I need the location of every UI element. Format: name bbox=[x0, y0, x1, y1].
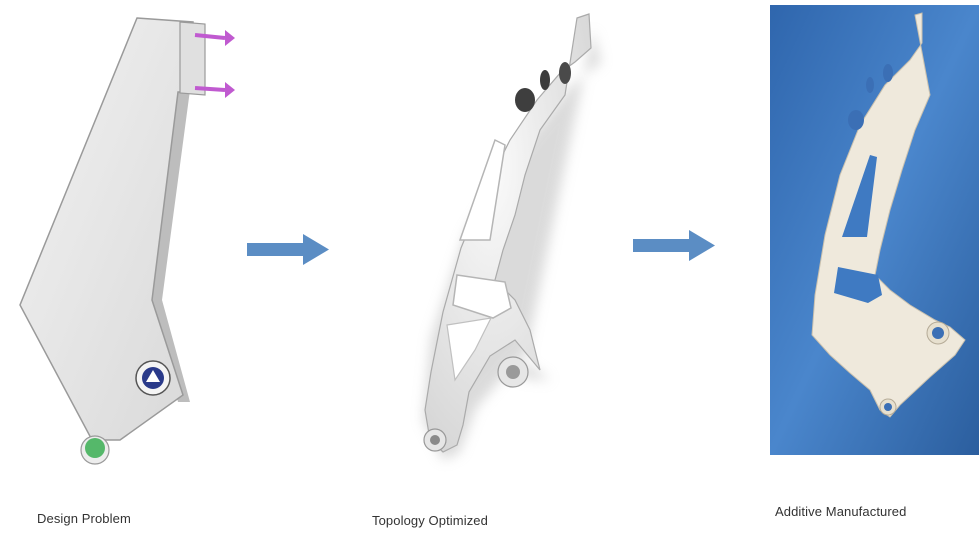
part-hole bbox=[883, 64, 893, 82]
fixed-support-icon bbox=[81, 436, 109, 464]
lightening-hole bbox=[540, 70, 550, 90]
design-problem-image bbox=[0, 0, 260, 480]
caption-topology-optimized: Topology Optimized bbox=[372, 513, 488, 528]
caption-additive-manufactured: Additive Manufactured bbox=[775, 504, 906, 519]
additive-manufactured-photo bbox=[770, 5, 979, 455]
pin-joint-icon bbox=[136, 361, 170, 395]
topology-optimized-image bbox=[365, 0, 625, 480]
pin-hole-icon bbox=[498, 357, 528, 387]
caption-design-problem: Design Problem bbox=[37, 511, 131, 526]
part-pin-hole-icon bbox=[927, 322, 949, 344]
load-tab bbox=[180, 22, 205, 95]
lightening-hole bbox=[559, 62, 571, 84]
process-arrow-2-icon bbox=[633, 228, 717, 264]
lightening-hole bbox=[515, 88, 535, 112]
part-hole bbox=[866, 77, 874, 93]
bottom-hole-icon bbox=[424, 429, 446, 451]
process-arrow-1-icon bbox=[247, 232, 331, 268]
part-bottom-hole-icon bbox=[880, 399, 896, 415]
part-hole bbox=[848, 110, 864, 130]
